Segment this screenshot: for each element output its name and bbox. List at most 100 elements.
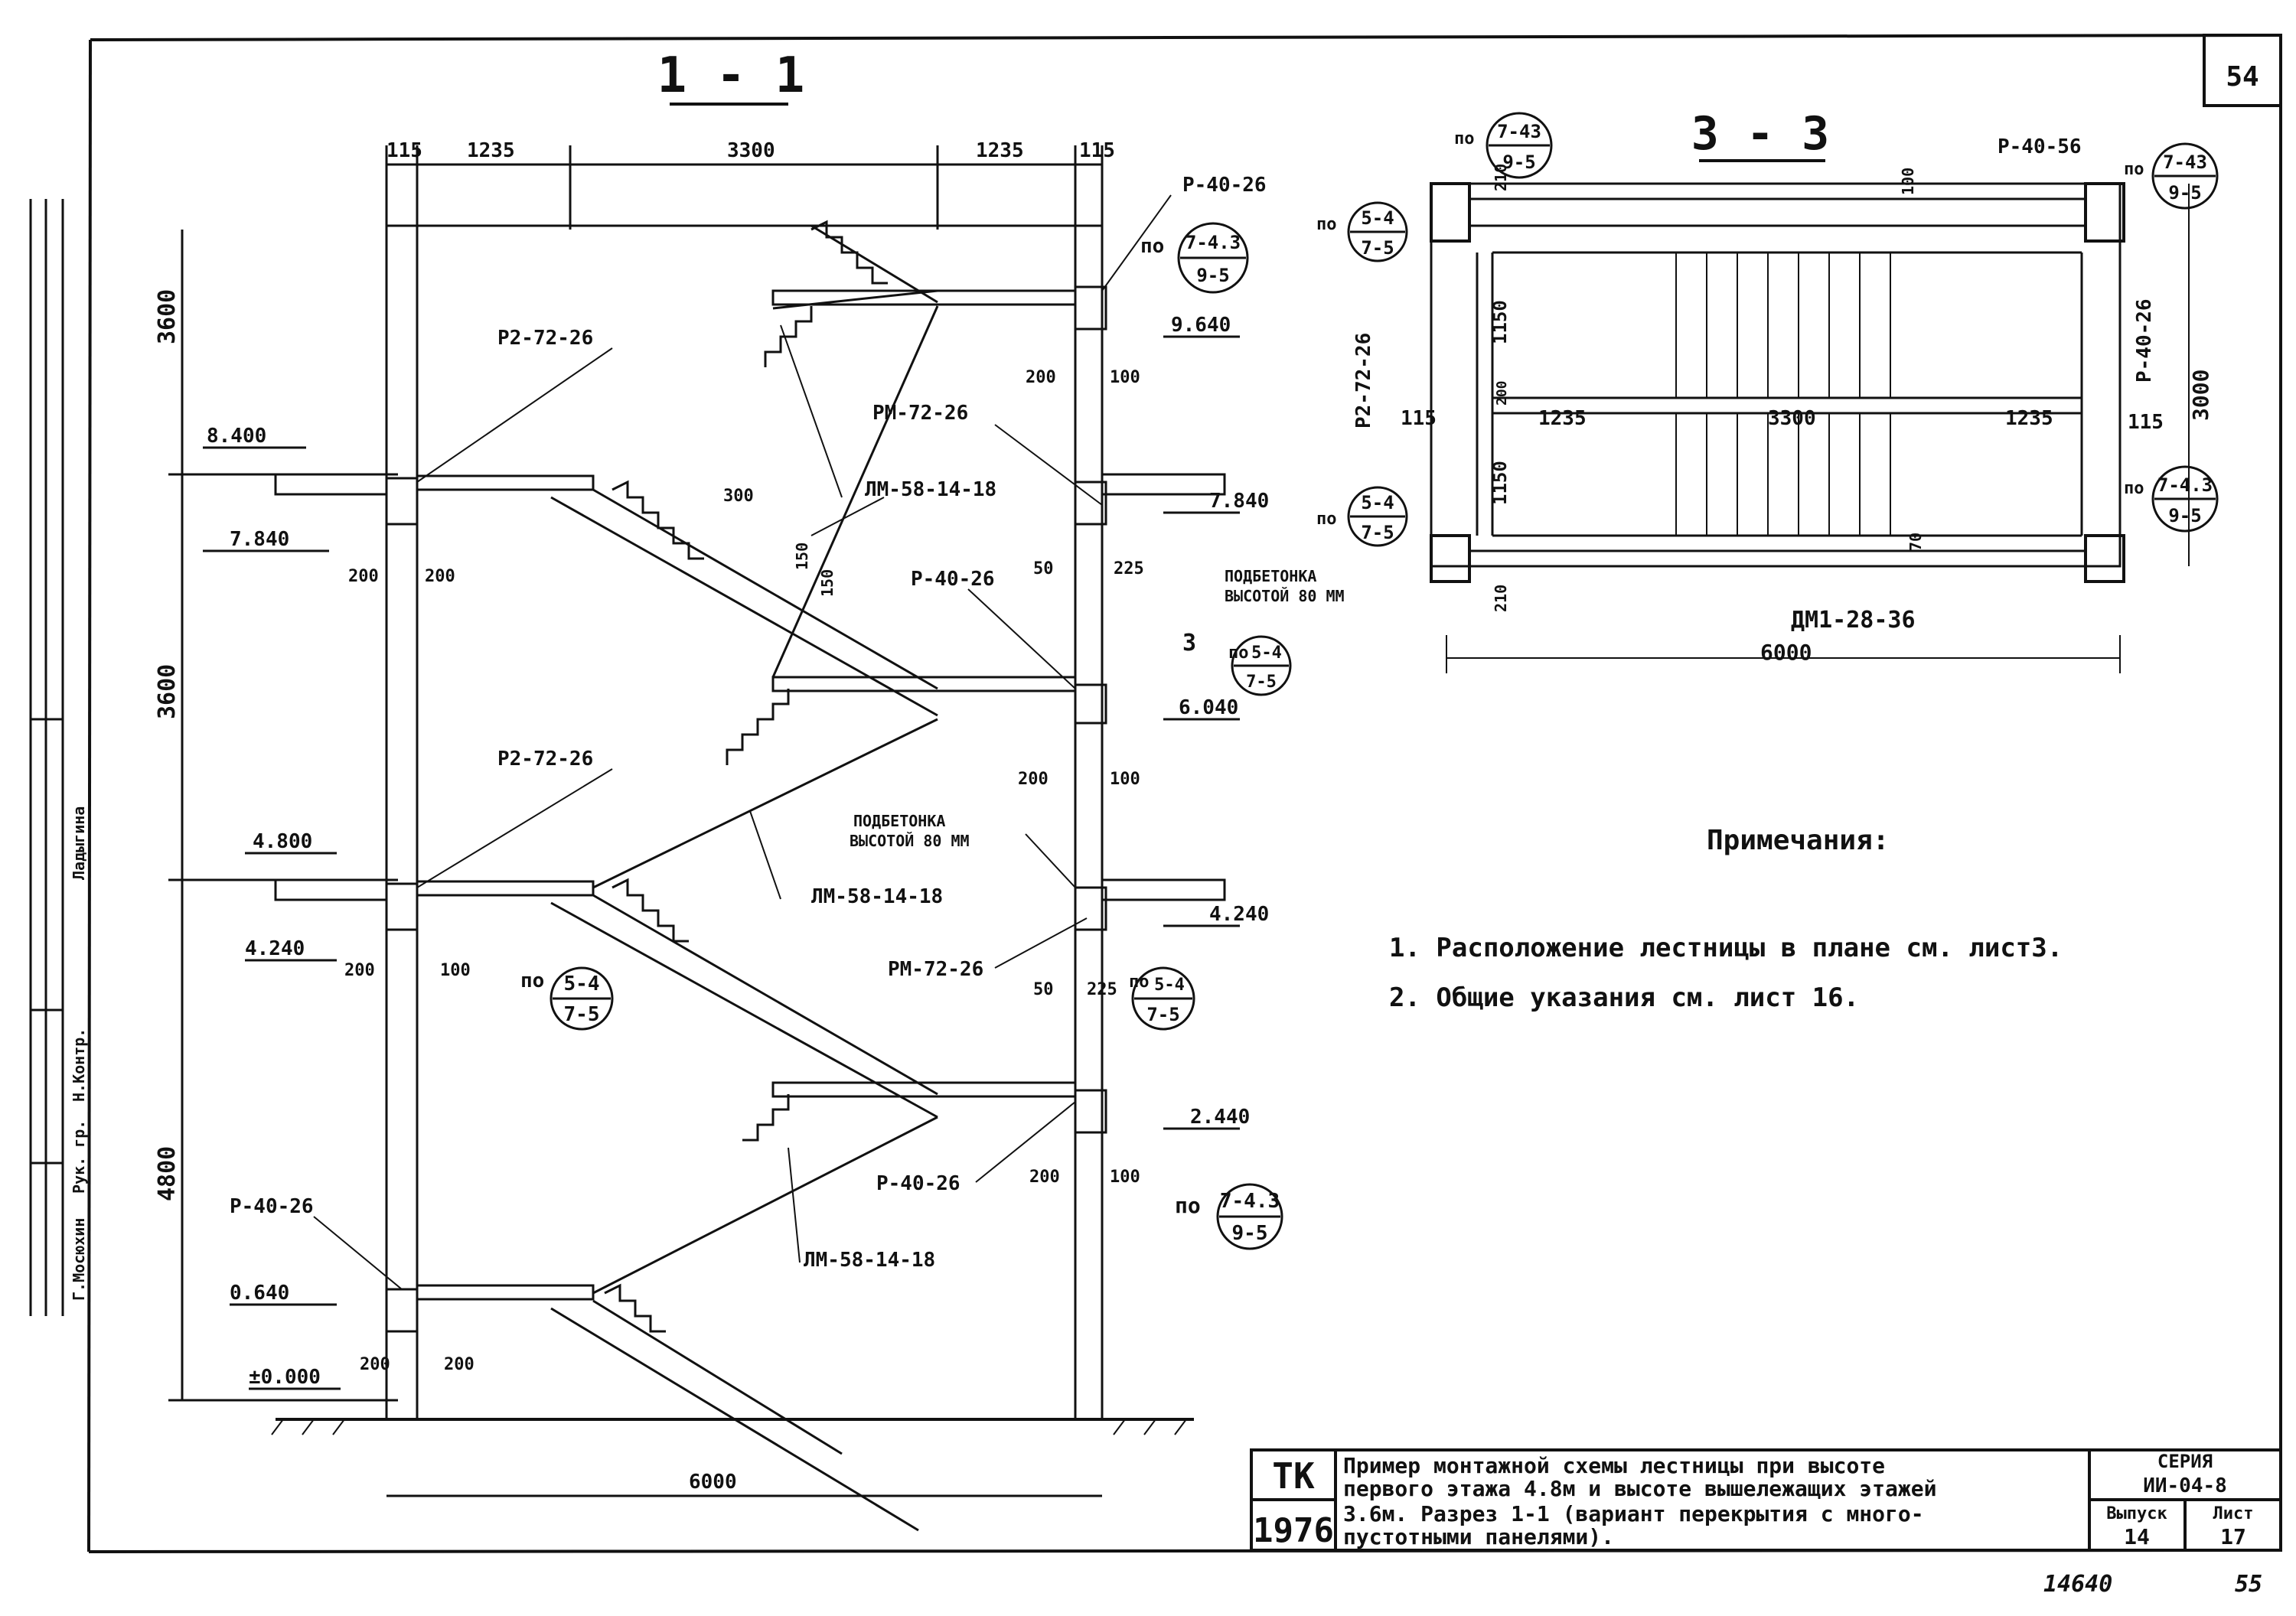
svg-text:по: по <box>1140 235 1164 258</box>
title-block-org: ТК <box>1272 1455 1315 1497</box>
dim-200-e: 200 <box>1029 1168 1060 1187</box>
note-1: 1. Расположение лестницы в плане см. лис… <box>1389 933 2063 963</box>
svg-text:9-5: 9-5 <box>1196 265 1229 286</box>
dim-100-c: 100 <box>1110 1168 1140 1187</box>
label-lm-upper: ЛМ-58-14-18 <box>865 478 996 501</box>
sheet-corner-number-bottom: 55 <box>2235 1571 2262 1598</box>
callout-1-1-d: по 5-4 7-5 <box>1129 966 1195 1031</box>
stamp-surname: Ладыгина <box>70 806 88 880</box>
svg-text:5-4: 5-4 <box>1154 976 1185 995</box>
dim-200-c: 200 <box>1026 368 1056 387</box>
svg-text:9-5: 9-5 <box>2168 182 2201 204</box>
section-3-3-title: 3 - 3 <box>1691 107 1830 161</box>
title-desc-line2: первого этажа 4.8м и высоте вышележащих … <box>1343 1476 1936 1501</box>
label-p4026-top: Р-40-26 <box>1182 174 1267 197</box>
svg-text:по: по <box>2124 160 2144 179</box>
dim-50-a: 50 <box>1033 559 1054 578</box>
plan-dim-210-bottom: 210 <box>1492 585 1510 612</box>
plan-label-top-beam: Р-40-56 <box>1998 135 2082 158</box>
title-block-year: 1976 <box>1253 1511 1334 1550</box>
dim-225-a: 225 <box>1114 559 1144 578</box>
svg-text:7-5: 7-5 <box>1146 1004 1179 1025</box>
plan-label-bottom-beam: ДМ1-28-36 <box>1791 607 1916 634</box>
svg-text:7-4.3: 7-4.3 <box>1220 1190 1280 1213</box>
stair-flights <box>550 220 939 1532</box>
section-3-3: 3 - 3 <box>1316 107 2219 673</box>
plan-treads <box>1446 184 2190 673</box>
dim-200-h: 200 <box>444 1355 475 1374</box>
level-0640: 0.640 <box>230 1282 289 1305</box>
svg-text:по: по <box>1129 973 1150 992</box>
label-pm7226-lower: РМ-72-26 <box>888 958 983 981</box>
label-p4026-ground: Р-40-26 <box>230 1195 314 1218</box>
plan-label-left-beam: Р2-72-26 <box>1352 333 1375 428</box>
plan-dim-100: 100 <box>1899 168 1917 195</box>
stamp-control: Н.Контр. <box>70 1028 88 1102</box>
dim-200-a: 200 <box>348 567 379 586</box>
plan-dim-115-left: 115 <box>1401 407 1437 430</box>
left-dimension-chain <box>168 230 398 1402</box>
plan-dim-1150-upper: 1150 <box>1489 300 1511 344</box>
callout-1-1-e: по 7-4.3 9-5 <box>1175 1183 1283 1250</box>
svg-text:5-4: 5-4 <box>1361 492 1394 513</box>
level-4240-right: 4.240 <box>1209 903 1269 926</box>
dim-150-a: 150 <box>793 542 811 570</box>
sheet-corner-number: 54 <box>2226 61 2258 93</box>
plan-outline <box>1430 182 2125 583</box>
plan-callout-e: по 7-4.3 9-5 <box>2124 465 2219 533</box>
dim-top-3300: 3300 <box>727 139 775 162</box>
dim-100-b: 100 <box>1110 770 1140 789</box>
svg-text:по: по <box>1316 510 1337 529</box>
label-podbet-upper-1: ПОДБЕТОНКА <box>1225 567 1316 585</box>
dim-bottom-6000: 6000 <box>689 1471 737 1494</box>
sheet-frame <box>87 34 2282 1553</box>
plan-dim-70: 70 <box>1906 533 1925 551</box>
svg-text:9-5: 9-5 <box>1502 152 1535 173</box>
svg-text:5-4: 5-4 <box>564 973 600 995</box>
plan-dim-3000: 3000 <box>2188 370 2213 421</box>
svg-text:7-4.3: 7-4.3 <box>1186 232 1241 253</box>
level-ground: ±0.000 <box>249 1366 321 1389</box>
dim-100-a: 100 <box>1110 368 1140 387</box>
callout-1-1-c: по 5-4 7-5 <box>520 966 614 1031</box>
notes-heading: Примечания: <box>1707 825 1889 856</box>
label-cut-mark: 3 <box>1182 630 1196 656</box>
svg-text:7-43: 7-43 <box>2163 152 2207 173</box>
label-p27226-upper: Р2-72-26 <box>497 327 593 350</box>
dim-50-b: 50 <box>1033 980 1054 999</box>
label-podbet-mid-2: ВЫСОТОЙ 80 ММ <box>850 832 970 850</box>
svg-text:9-5: 9-5 <box>2168 505 2201 526</box>
label-pm7226-upper: РМ-72-26 <box>872 402 968 425</box>
dim-200-b: 200 <box>425 567 455 586</box>
plan-callout-d: по 5-4 7-5 <box>1316 486 1408 547</box>
top-dimension-chain <box>385 145 1104 230</box>
title-desc-line4: пустотными панелями). <box>1343 1524 1614 1549</box>
level-6040: 6.040 <box>1179 696 1238 719</box>
svg-text:по: по <box>2124 479 2144 498</box>
dim-top-1235-left: 1235 <box>467 139 515 162</box>
level-7840-left: 7.840 <box>230 528 289 551</box>
svg-text:7-5: 7-5 <box>1246 673 1277 692</box>
dim-left-3600-top: 3600 <box>154 289 181 344</box>
svg-text:9-5: 9-5 <box>1232 1222 1268 1245</box>
plan-dim-6000: 6000 <box>1760 640 1812 665</box>
plan-dim-3300: 3300 <box>1768 407 1816 430</box>
dim-200-g: 100 <box>440 961 471 980</box>
label-lm-low: ЛМ-58-14-18 <box>804 1249 935 1272</box>
landings <box>385 285 1107 1333</box>
level-4240-left: 4.240 <box>245 937 305 960</box>
dim-top-1235-right: 1235 <box>976 139 1024 162</box>
side-stamp <box>29 199 64 1316</box>
title-desc-line1: Пример монтажной схемы лестницы при высо… <box>1343 1453 1885 1478</box>
dim-top-115-left: 115 <box>386 139 422 162</box>
dim-left-4800: 4800 <box>154 1146 181 1201</box>
label-p27226-lower: Р2-72-26 <box>497 748 593 771</box>
label-p4026-mid: Р-40-26 <box>911 568 995 591</box>
plan-label-right-beam: Р-40-26 <box>2133 298 2156 383</box>
label-lm-mid: ЛМ-58-14-18 <box>811 885 943 908</box>
title-sheet-label: Лист <box>2213 1504 2254 1523</box>
title-sheet-value: 17 <box>2220 1524 2246 1549</box>
columns <box>385 224 1104 1419</box>
svg-text:по: по <box>1175 1193 1201 1218</box>
